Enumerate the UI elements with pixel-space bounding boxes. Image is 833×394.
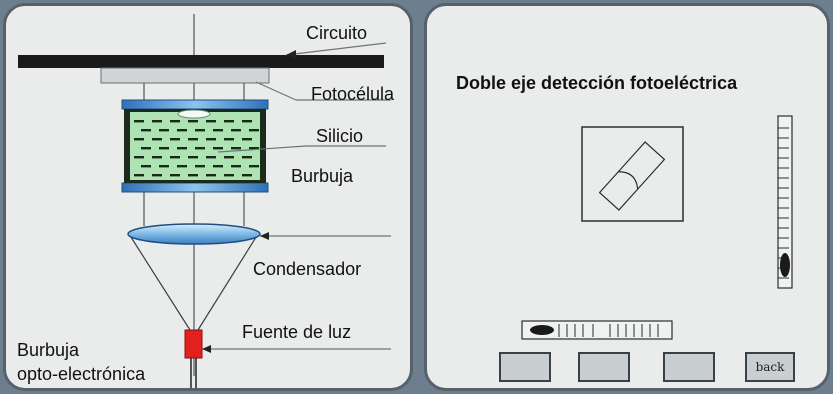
silicon-fluid — [130, 112, 260, 180]
silicon-particle — [242, 156, 252, 159]
silicon-particle — [224, 156, 234, 159]
silicon-particle — [206, 174, 216, 177]
silicon-particle — [231, 147, 241, 150]
arrow-condenser — [260, 232, 269, 240]
silicon-particle — [213, 147, 223, 150]
silicon-particle — [170, 138, 180, 141]
silicon-particle — [224, 120, 234, 123]
condenser-lens — [127, 223, 261, 245]
leader-photocell-1 — [255, 81, 297, 101]
silicon-particle — [159, 129, 169, 132]
silicon-particle — [242, 138, 252, 141]
light-ray-left — [128, 233, 191, 331]
silicon-particles — [134, 120, 259, 177]
vertical-scale-ticks — [778, 127, 789, 279]
silicon-particle — [224, 174, 234, 177]
silicon-particle — [195, 165, 205, 168]
silicon-particle — [159, 165, 169, 168]
silicon-particle — [188, 156, 198, 159]
bubble-shape — [177, 109, 211, 119]
silicon-particle — [231, 165, 241, 168]
silicon-particle — [170, 174, 180, 177]
vertical-scale — [777, 115, 793, 289]
back-button[interactable]: back — [745, 352, 795, 382]
circuit-board — [18, 55, 384, 68]
silicon-particle — [134, 156, 144, 159]
leader-silicon-1 — [217, 145, 307, 153]
vial-frame-top — [121, 99, 269, 110]
silicon-particle — [206, 156, 216, 159]
light-source — [184, 329, 203, 359]
label-opto-bubble-line2: opto-electrónica — [17, 364, 146, 384]
silicon-particle — [224, 138, 234, 141]
silicon-particle — [177, 147, 187, 150]
vial-frame-bottom — [121, 182, 269, 193]
silicon-particle — [152, 174, 162, 177]
arrow-light-source — [202, 345, 211, 353]
silicon-particle — [141, 129, 151, 132]
leader-circuit — [285, 42, 387, 56]
silicon-particle — [242, 174, 252, 177]
silicon-particle — [141, 165, 151, 168]
silicon-particle — [134, 120, 144, 123]
schematic-panel: Circuito Fotocélula Silicio Burbuja Cond… — [3, 3, 413, 391]
label-bubble: Burbuja — [291, 166, 354, 186]
silicon-particle — [177, 129, 187, 132]
silicon-particle — [249, 147, 259, 150]
control-button-2[interactable] — [578, 352, 630, 382]
detection-title: Doble eje detección fotoeléctrica — [456, 73, 738, 93]
photocell — [100, 67, 270, 84]
detection-display — [521, 115, 793, 340]
silicon-particle — [134, 174, 144, 177]
label-light-source: Fuente de luz — [242, 322, 352, 342]
light-ray-right — [197, 233, 259, 331]
silicon-particle — [231, 129, 241, 132]
arrow-circuit — [286, 50, 296, 59]
silicon-particle — [141, 147, 151, 150]
label-condenser: Condensador — [253, 259, 362, 279]
silicon-particle — [188, 120, 198, 123]
detection-panel: Doble eje detección fotoeléctrica back — [424, 3, 830, 391]
silicon-particle — [170, 120, 180, 123]
silicon-particle — [152, 138, 162, 141]
silicon-particle — [188, 174, 198, 177]
silicon-particle — [195, 147, 205, 150]
horizontal-bubble-indicator — [530, 325, 554, 335]
silicon-particle — [134, 138, 144, 141]
label-opto-bubble-line1: Burbuja — [17, 340, 80, 360]
silicon-particle — [249, 165, 259, 168]
bubble-viewport — [581, 126, 684, 222]
silicon-particle — [242, 120, 252, 123]
silicon-particle — [152, 156, 162, 159]
label-circuit: Circuito — [306, 23, 368, 43]
control-button-3[interactable] — [663, 352, 715, 382]
vertical-bubble-indicator — [780, 253, 790, 277]
tilted-vial-icon — [598, 141, 666, 211]
silicon-particle — [159, 147, 169, 150]
silicon-particle — [213, 129, 223, 132]
schematic-drawing — [18, 14, 391, 388]
label-silicon: Silicio — [316, 126, 364, 146]
silicon-particle — [206, 138, 216, 141]
control-button-1[interactable] — [499, 352, 551, 382]
silicon-particle — [188, 138, 198, 141]
silicon-particle — [177, 165, 187, 168]
silicon-particle — [249, 129, 259, 132]
silicon-particle — [152, 120, 162, 123]
silicon-particle — [213, 165, 223, 168]
label-photocell: Fotocélula — [311, 84, 395, 104]
silicon-particle — [206, 120, 216, 123]
silicon-particle — [170, 156, 180, 159]
silicon-particle — [195, 129, 205, 132]
horizontal-scale-ticks — [558, 324, 659, 337]
